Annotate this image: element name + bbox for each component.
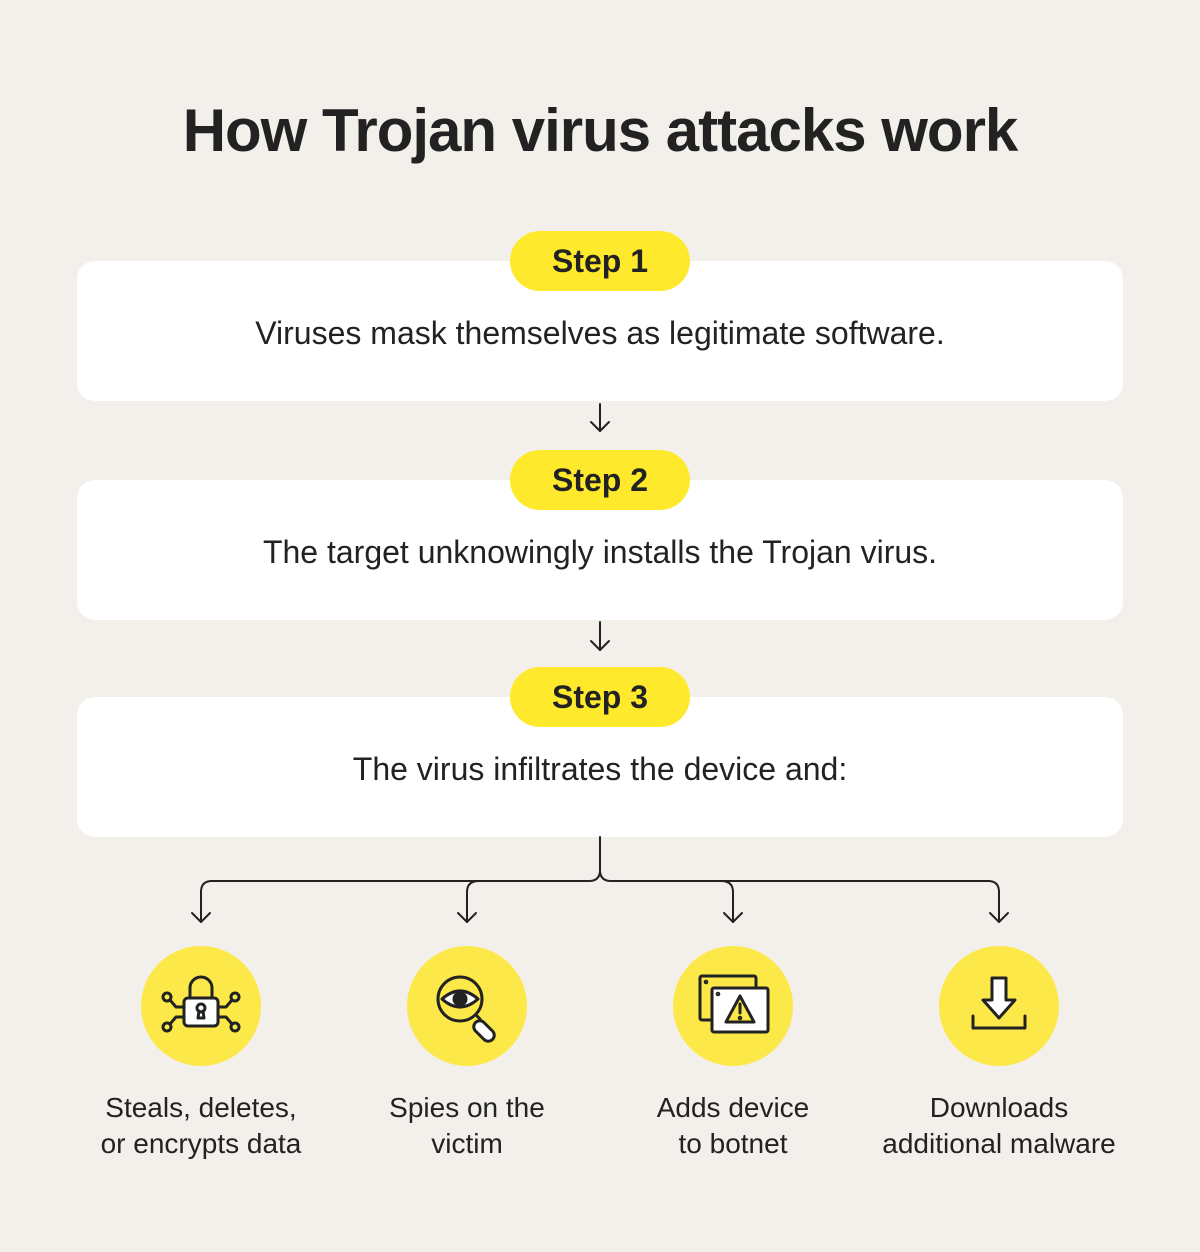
arrow-down-icon — [590, 403, 610, 432]
outcome-label-line1: Adds device — [656, 1092, 810, 1123]
windows-warning-icon — [698, 974, 770, 1034]
outcome-label-line1: Spies on the — [389, 1092, 545, 1123]
icon-circle — [407, 946, 527, 1066]
outcome-label: Adds device to botnet — [583, 1090, 883, 1162]
outcome-label-line2: additional malware — [882, 1128, 1116, 1159]
outcome-steals-data: Steals, deletes, or encrypts data — [51, 946, 351, 1162]
download-icon — [971, 976, 1027, 1030]
outcome-label-line1: Downloads — [929, 1092, 1069, 1123]
outcome-botnet: Adds device to botnet — [583, 946, 883, 1162]
step-2-badge: Step 2 — [510, 450, 690, 510]
step-2-text: The target unknowingly installs the Troj… — [262, 534, 938, 570]
outcome-label-line1: Steals, deletes, — [105, 1092, 297, 1123]
magnifier-eye-icon — [436, 975, 496, 1043]
outcome-label: Downloads additional malware — [849, 1090, 1149, 1162]
outcome-label-line2: victim — [431, 1128, 503, 1159]
icon-circle — [673, 946, 793, 1066]
outcome-label-line2: to botnet — [678, 1128, 788, 1159]
branch-connector — [191, 836, 1009, 923]
step-1-badge: Step 1 — [510, 231, 690, 291]
step-2-card: The target unknowingly installs the Troj… — [77, 480, 1123, 620]
arrow-down-icon — [590, 621, 610, 651]
step-3-text: The virus infiltrates the device and: — [352, 751, 848, 787]
padlock-network-icon — [161, 975, 241, 1033]
page-title: How Trojan virus attacks work — [182, 97, 1019, 164]
outcome-downloads-malware: Downloads additional malware — [849, 946, 1149, 1162]
step-1-text: Viruses mask themselves as legitimate so… — [255, 315, 945, 351]
outcome-label-line2: or encrypts data — [100, 1128, 302, 1159]
outcome-label: Steals, deletes, or encrypts data — [51, 1090, 351, 1162]
step-3-badge: Step 3 — [510, 667, 690, 727]
icon-circle — [141, 946, 261, 1066]
outcome-spies: Spies on the victim — [317, 946, 617, 1162]
outcome-label: Spies on the victim — [317, 1090, 617, 1162]
icon-circle — [939, 946, 1059, 1066]
